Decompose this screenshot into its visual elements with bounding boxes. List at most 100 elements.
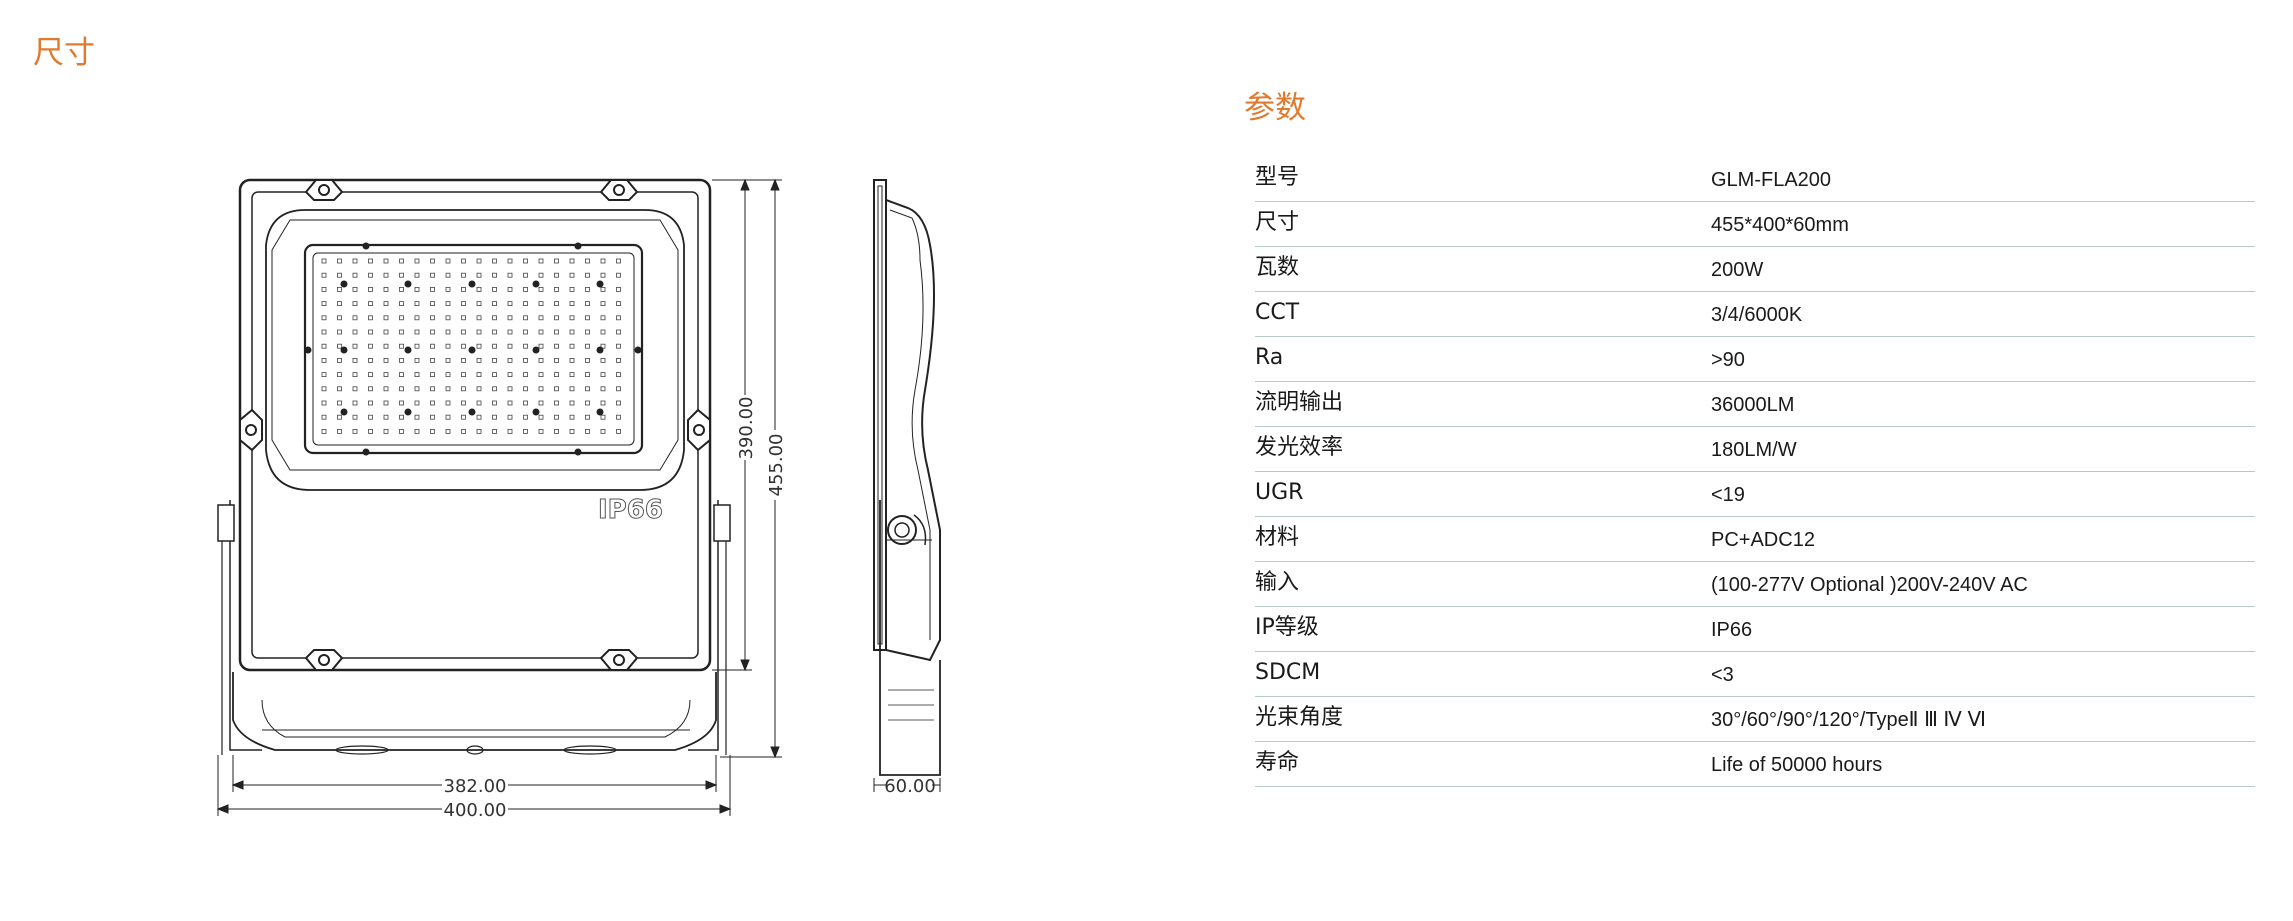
parameter-value: <19 bbox=[1711, 471, 2255, 517]
height-outer-label: 455.00 bbox=[766, 434, 787, 497]
led-chip bbox=[600, 301, 606, 307]
led-chip bbox=[383, 343, 389, 349]
clip-bottom-right bbox=[599, 649, 639, 671]
parameter-name: CCT bbox=[1255, 291, 1711, 337]
led-chip bbox=[569, 286, 575, 292]
led-chip bbox=[337, 301, 342, 307]
screw-dot bbox=[362, 448, 370, 456]
width-outer-label: 400.00 bbox=[444, 800, 507, 821]
led-chip bbox=[399, 272, 404, 278]
led-chip bbox=[585, 400, 590, 406]
screw-dot bbox=[532, 346, 540, 354]
led-chip bbox=[600, 258, 606, 264]
led-chip bbox=[538, 343, 544, 349]
led-chip bbox=[476, 414, 482, 420]
clip-bottom-left bbox=[304, 649, 344, 671]
parameter-value: 30°/60°/90°/120°/TypeⅡ Ⅲ Ⅳ Ⅵ bbox=[1711, 696, 2255, 742]
led-chip bbox=[492, 272, 497, 278]
led-chip bbox=[368, 329, 373, 335]
led-chip bbox=[461, 343, 466, 349]
led-chip bbox=[523, 428, 528, 434]
parameters-title: 参数 bbox=[1244, 90, 1306, 126]
led-chip bbox=[492, 258, 497, 264]
led-chip bbox=[414, 372, 420, 378]
led-chip bbox=[476, 315, 482, 321]
led-chip bbox=[600, 414, 606, 420]
led-chip bbox=[430, 400, 435, 406]
led-chip bbox=[616, 357, 621, 363]
led-chip bbox=[352, 329, 358, 335]
led-chip bbox=[523, 372, 528, 378]
led-chip bbox=[585, 272, 590, 278]
screw-dot bbox=[574, 448, 582, 456]
led-chip bbox=[461, 329, 466, 335]
parameter-name: 光束角度 bbox=[1255, 696, 1711, 742]
led-chip bbox=[337, 428, 342, 434]
led-chip bbox=[523, 343, 528, 349]
led-chip bbox=[507, 301, 513, 307]
led-chip bbox=[445, 400, 451, 406]
led-chip bbox=[414, 414, 420, 420]
led-chip bbox=[399, 258, 404, 264]
led-chip bbox=[368, 372, 373, 378]
parameter-name: Ra bbox=[1255, 336, 1711, 382]
led-chip bbox=[337, 414, 342, 420]
led-chip bbox=[414, 258, 420, 264]
led-chip bbox=[507, 400, 513, 406]
led-chip bbox=[585, 286, 590, 292]
led-chip bbox=[383, 315, 389, 321]
led-chip bbox=[461, 357, 466, 363]
led-chip bbox=[445, 286, 451, 292]
led-chip bbox=[523, 400, 528, 406]
led-chip bbox=[523, 329, 528, 335]
screw-dot bbox=[340, 280, 348, 288]
led-chip bbox=[538, 414, 544, 420]
led-chip bbox=[492, 343, 497, 349]
led-chip bbox=[476, 329, 482, 335]
led-chip bbox=[569, 414, 575, 420]
screw-dot bbox=[404, 408, 412, 416]
led-chip bbox=[600, 329, 606, 335]
led-chip bbox=[430, 386, 435, 392]
led-chip bbox=[569, 272, 575, 278]
dim-width-outer bbox=[216, 755, 732, 816]
led-chip bbox=[414, 315, 420, 321]
led-chip bbox=[414, 286, 420, 292]
led-chip bbox=[616, 400, 621, 406]
led-chip bbox=[616, 386, 621, 392]
led-chip bbox=[337, 357, 342, 363]
led-chip bbox=[337, 315, 342, 321]
led-chip bbox=[616, 414, 621, 420]
led-chip bbox=[383, 372, 389, 378]
led-chip bbox=[368, 357, 373, 363]
led-chip bbox=[600, 357, 606, 363]
parameter-name: 输入 bbox=[1255, 561, 1711, 607]
led-chip bbox=[492, 301, 497, 307]
led-chip bbox=[507, 329, 513, 335]
led-chip bbox=[492, 286, 497, 292]
led-chip bbox=[461, 258, 466, 264]
led-chip bbox=[368, 315, 373, 321]
led-chip bbox=[337, 400, 342, 406]
led-chip bbox=[538, 258, 544, 264]
led-chip bbox=[383, 357, 389, 363]
led-chip bbox=[430, 315, 435, 321]
clip-top-right bbox=[599, 179, 639, 201]
led-chip bbox=[399, 414, 404, 420]
led-chip bbox=[538, 329, 544, 335]
led-chip bbox=[507, 372, 513, 378]
led-chip bbox=[445, 272, 451, 278]
led-chip bbox=[337, 329, 342, 335]
led-chip bbox=[368, 258, 373, 264]
ip-marking: IP66 bbox=[598, 495, 663, 525]
led-chip bbox=[523, 414, 528, 420]
led-chip bbox=[445, 343, 451, 349]
led-chip bbox=[399, 400, 404, 406]
led-chip bbox=[585, 343, 590, 349]
led-chip bbox=[569, 386, 575, 392]
led-chip bbox=[492, 329, 497, 335]
led-chip bbox=[569, 400, 575, 406]
